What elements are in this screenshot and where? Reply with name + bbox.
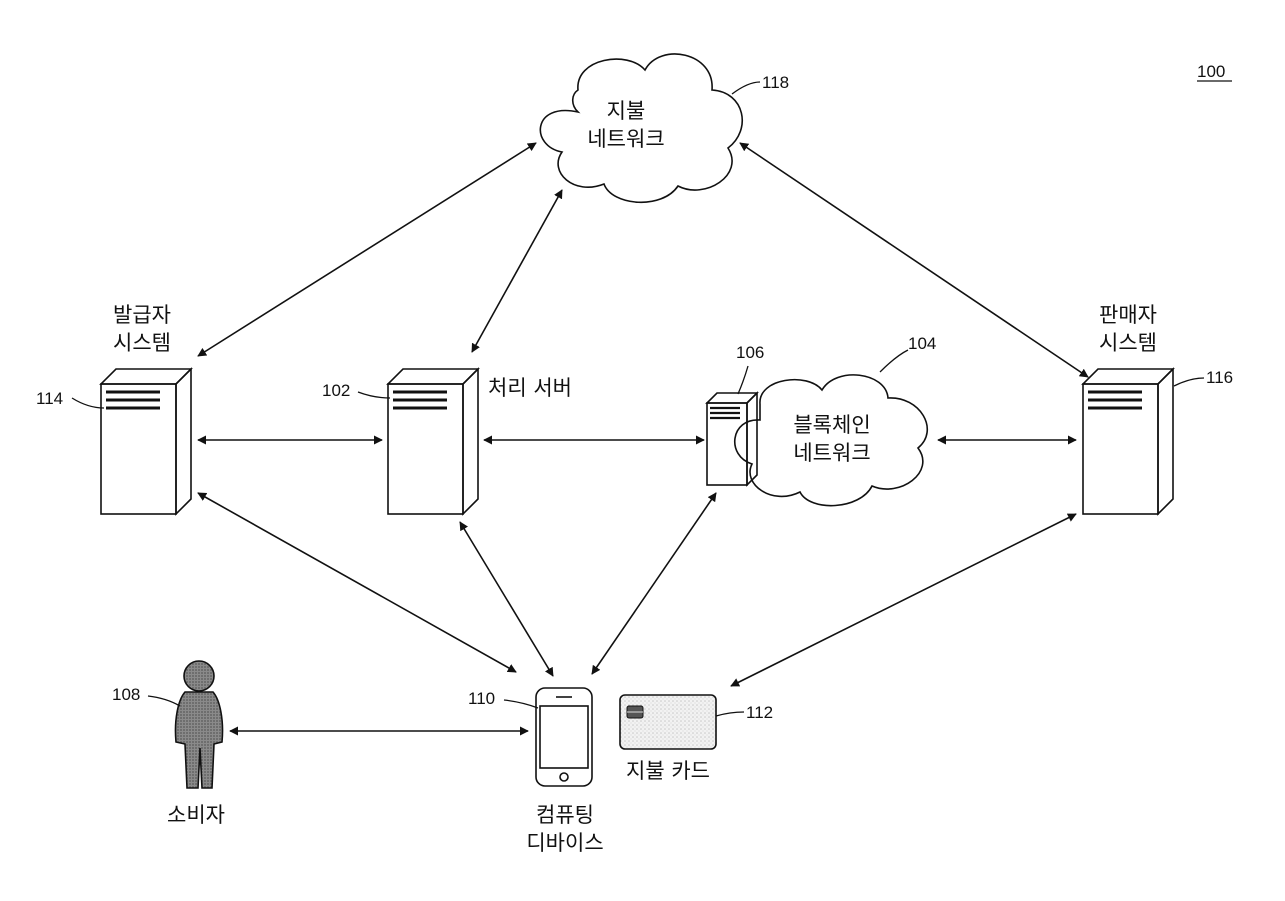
merchant-system-server[interactable] [1083,369,1173,514]
link-blockchain-device [592,493,716,674]
blockchain-network-label-line2: 네트워크 [793,441,870,465]
issuer-system-label-line1: 발급자 [113,303,171,327]
figure-number: 100 [1197,62,1232,81]
link-issuer-payment-network [198,143,536,356]
svg-text:100: 100 [1197,62,1225,81]
connections [198,143,1088,731]
link-server-payment-network [472,190,562,352]
ref-118: 118 [762,73,789,92]
payment-network-label-line2: 네트워크 [587,127,664,151]
ref-leader-118 [732,82,760,94]
ref-110: 110 [468,689,495,708]
payment-network-cloud[interactable]: 지불 네트워크 [540,54,742,202]
ref-leader-106 [738,366,748,394]
merchant-system-label-line2: 시스템 [1099,331,1157,355]
ref-116: 116 [1206,368,1233,387]
computing-device-label-line2: 디바이스 [526,831,603,855]
payment-card-icon[interactable] [620,695,716,749]
ref-leader-104 [880,350,908,372]
ref-106: 106 [736,343,764,362]
computing-device-label-line1: 컴퓨팅 [536,803,594,827]
processing-server[interactable] [388,369,478,514]
ref-leader-114 [72,398,104,408]
blockchain-network-cloud[interactable]: 블록체인 네트워크 [735,375,928,506]
ref-108: 108 [112,685,140,704]
ref-leader-112 [716,712,744,716]
consumer-figure-icon [175,661,222,788]
merchant-system-label-line1: 판매자 [1099,303,1157,327]
ref-102: 102 [322,381,350,400]
ref-104: 104 [908,334,936,353]
ref-112: 112 [746,703,773,722]
payment-network-label-line1: 지불 [607,99,646,123]
computing-device-phone-icon[interactable] [536,688,592,786]
processing-server-label: 처리 서버 [488,376,572,400]
blockchain-network-label-line1: 블록체인 [793,413,870,437]
ref-leader-116 [1174,378,1204,386]
link-merchant-card [731,514,1076,686]
payment-card-label: 지불 카드 [626,759,710,783]
link-server-device [460,522,553,676]
ref-leader-108 [148,696,180,706]
ref-114: 114 [36,389,63,408]
issuer-system-server[interactable] [101,369,191,514]
consumer-label: 소비자 [167,803,225,827]
ref-leader-110 [504,700,538,708]
ref-leader-102 [358,392,390,398]
link-issuer-device [198,493,516,672]
issuer-system-label-line2: 시스템 [113,331,171,355]
